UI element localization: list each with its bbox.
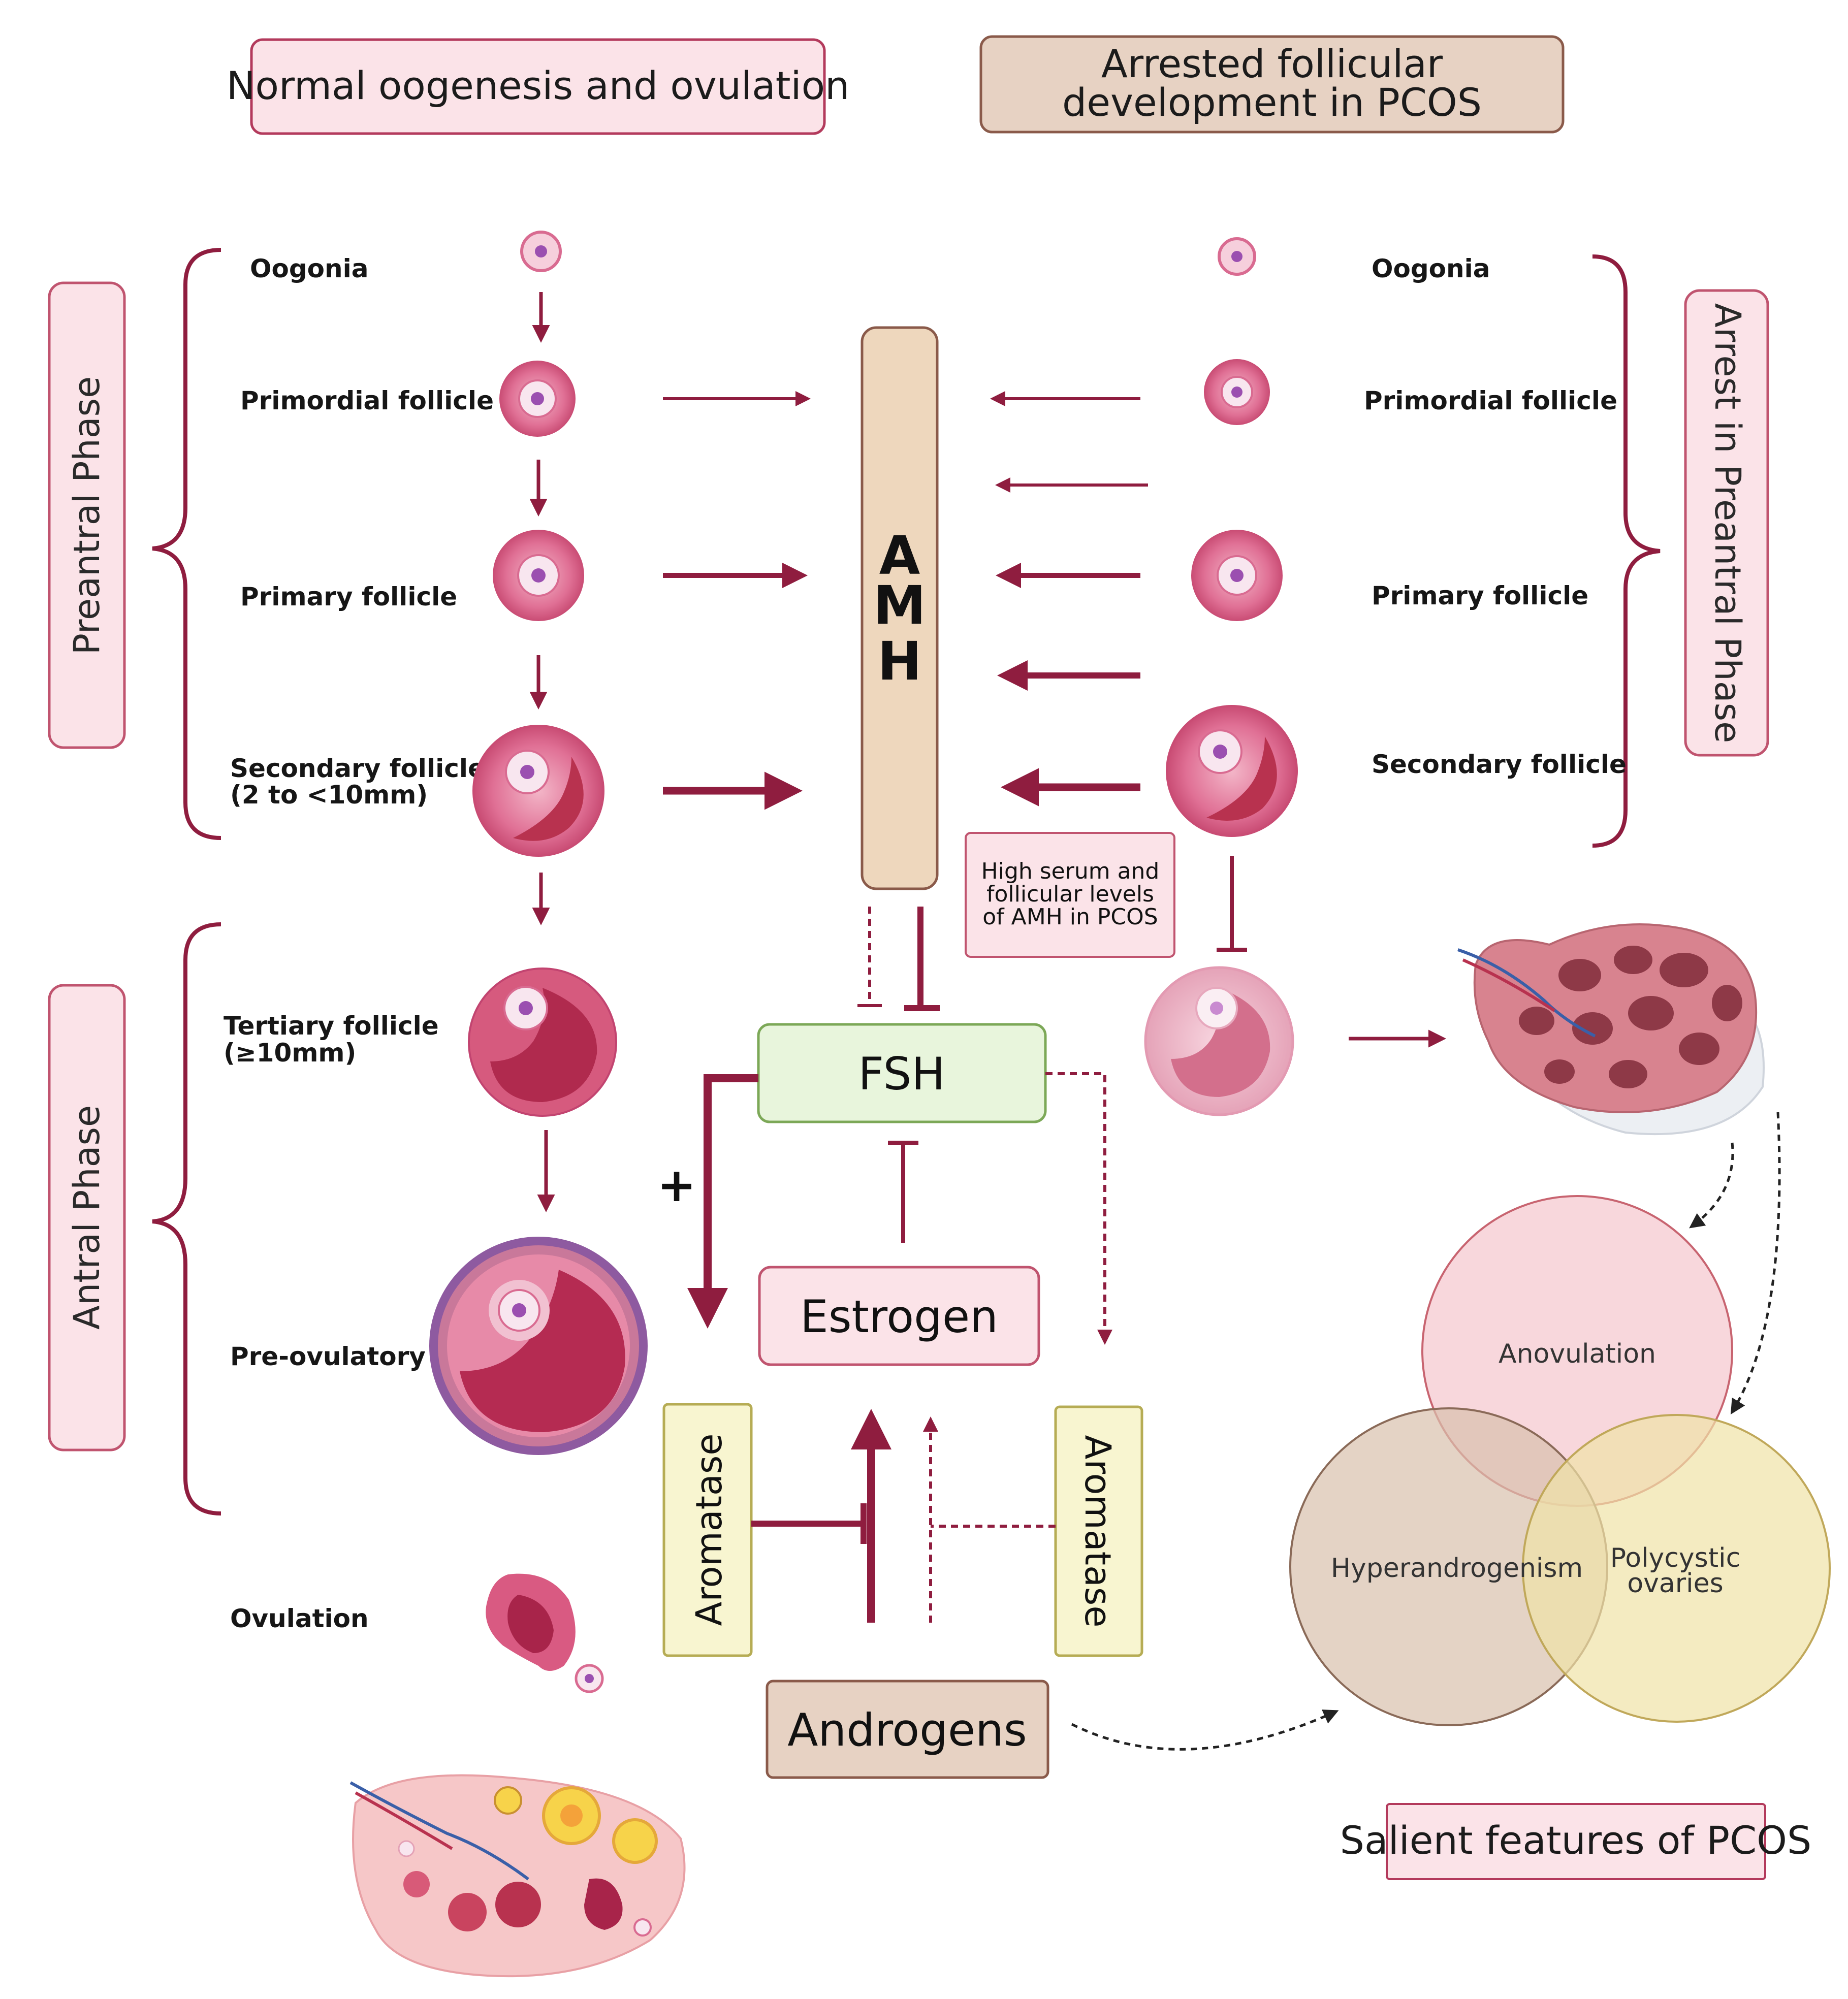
tertiary-follicle bbox=[468, 968, 617, 1117]
oogonia-cell-left bbox=[520, 231, 562, 272]
arrows-into-amh bbox=[663, 391, 1148, 810]
secondary-follicle-left bbox=[472, 725, 604, 857]
amh-box: A M H bbox=[861, 326, 939, 890]
phase-preantral: Preantral Phase bbox=[48, 281, 126, 749]
aromatase-right-box: Aromatase bbox=[1054, 1405, 1143, 1657]
phase-antral-text: Antral Phase bbox=[66, 1105, 108, 1330]
aromatase-left-text: Aromatase bbox=[688, 1434, 730, 1626]
label-tertiary-2: (≥10mm) bbox=[224, 1038, 356, 1068]
venn-polycystic-text-2: ovaries bbox=[1627, 1568, 1723, 1599]
androgens-text: Androgens bbox=[787, 1704, 1027, 1756]
ovulation-follicle bbox=[486, 1573, 604, 1693]
fsh-to-aromatase-left bbox=[687, 1074, 758, 1329]
pcos-ovary-icon bbox=[1457, 923, 1765, 1136]
ovary-to-anovulation-arrow bbox=[1689, 1142, 1734, 1229]
androgens-to-estrogen-solid bbox=[751, 1409, 891, 1623]
oogonia-cell-right bbox=[1218, 237, 1256, 276]
label-primary-left: Primary follicle bbox=[240, 582, 457, 611]
brace-antral bbox=[152, 922, 221, 1516]
secondary-to-arrested-inhibition bbox=[1217, 856, 1247, 952]
androgens-to-venn-arrow bbox=[1071, 1710, 1339, 1751]
header-pcos: Arrested follicular development in PCOS bbox=[979, 35, 1565, 134]
salient-features-caption: Salient features of PCOS bbox=[1340, 1803, 1811, 1880]
label-tertiary-1: Tertiary follicle bbox=[224, 1011, 439, 1041]
label-oogonia-right: Oogonia bbox=[1372, 254, 1490, 283]
venn-polycystic-text-1: Polycystic bbox=[1610, 1543, 1740, 1573]
arrested-follicle bbox=[1144, 966, 1294, 1116]
normal-ovary-icon bbox=[349, 1774, 686, 1978]
fsh-box: FSH bbox=[757, 1023, 1047, 1123]
fsh-to-aromatase-right bbox=[1045, 1072, 1112, 1345]
label-primordial-left: Primordial follicle bbox=[240, 386, 494, 415]
label-preovulatory: Pre-ovulatory bbox=[230, 1342, 426, 1371]
label-ovulation: Ovulation bbox=[230, 1604, 369, 1633]
venn-anovulation-text: Anovulation bbox=[1499, 1339, 1656, 1369]
label-primary-right: Primary follicle bbox=[1372, 581, 1588, 610]
left-vertical-arrows bbox=[529, 292, 555, 1212]
brace-arrest bbox=[1592, 254, 1661, 848]
phase-arrest: Arrest in Preantral Phase bbox=[1684, 289, 1769, 757]
primordial-follicle-left bbox=[499, 361, 576, 437]
primary-follicle-right bbox=[1191, 530, 1283, 621]
amh-note-line1: High serum and bbox=[981, 858, 1160, 884]
amh-letter-h: H bbox=[877, 630, 921, 692]
header-normal: Normal oogenesis and ovulation bbox=[227, 38, 850, 135]
venn-polycystic-circle bbox=[1522, 1414, 1831, 1723]
amh-note-line2: follicular levels bbox=[986, 881, 1154, 907]
phase-preantral-text: Preantral Phase bbox=[66, 376, 108, 655]
secondary-follicle-right bbox=[1166, 705, 1298, 837]
estrogen-text: Estrogen bbox=[800, 1291, 998, 1343]
androgens-to-estrogen-dashed bbox=[923, 1416, 1056, 1623]
salient-features-text: Salient features of PCOS bbox=[1340, 1818, 1811, 1863]
aromatase-right-text: Aromatase bbox=[1077, 1435, 1119, 1628]
amh-note: High serum and follicular levels of AMH … bbox=[965, 832, 1175, 958]
primary-follicle-left bbox=[493, 530, 584, 621]
preovulatory-follicle bbox=[429, 1237, 648, 1455]
venn-hyperandrogenism-text: Hyperandrogenism bbox=[1331, 1553, 1583, 1584]
aromatase-left-box: Aromatase bbox=[662, 1403, 753, 1657]
venn-diagram: Anovulation Hyperandrogenism Polycystic … bbox=[1289, 1195, 1831, 1726]
amh-fsh-inhibition bbox=[857, 907, 940, 1011]
androgens-box: Androgens bbox=[766, 1680, 1049, 1779]
amh-letter-m: M bbox=[873, 574, 926, 636]
brace-preantral bbox=[152, 248, 221, 840]
label-oogonia-left: Oogonia bbox=[250, 254, 368, 283]
header-pcos-line2: development in PCOS bbox=[1062, 80, 1482, 125]
primordial-follicle-right bbox=[1204, 359, 1270, 425]
fsh-text: FSH bbox=[858, 1048, 945, 1100]
amh-letter-a: A bbox=[879, 525, 920, 587]
plus-sign: + bbox=[657, 1158, 696, 1212]
estrogen-box: Estrogen bbox=[758, 1266, 1040, 1366]
estrogen-fsh-inhibition bbox=[888, 1141, 918, 1243]
label-secondary-left-2: (2 to <10mm) bbox=[230, 780, 428, 810]
label-secondary-left-1: Secondary follicle bbox=[230, 754, 485, 783]
header-pcos-line1: Arrested follicular bbox=[1101, 41, 1443, 86]
header-normal-text: Normal oogenesis and ovulation bbox=[227, 63, 850, 108]
ovary-to-polycystic-arrow bbox=[1730, 1112, 1781, 1415]
phase-arrest-text: Arrest in Preantral Phase bbox=[1707, 303, 1748, 743]
phase-antral: Antral Phase bbox=[48, 984, 126, 1452]
amh-note-line3: of AMH in PCOS bbox=[982, 904, 1158, 930]
label-secondary-right: Secondary follicle bbox=[1372, 750, 1627, 779]
label-primordial-right: Primordial follicle bbox=[1364, 386, 1617, 415]
